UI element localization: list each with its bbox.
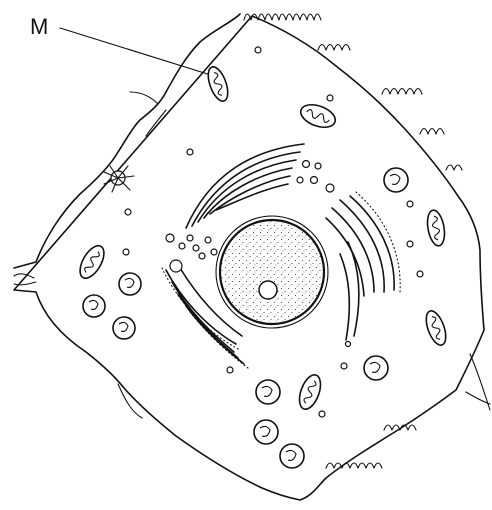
mitochondrion bbox=[422, 308, 449, 347]
rough-er-right bbox=[326, 192, 400, 340]
golgi-apparatus bbox=[186, 144, 304, 228]
mitochondrion bbox=[425, 209, 447, 247]
mitochondrion bbox=[256, 380, 280, 404]
mitochondrion-m bbox=[204, 64, 231, 103]
neighbour-cell-boundary-left bbox=[14, 274, 36, 285]
mitochondrion bbox=[254, 420, 278, 444]
microvilli-top bbox=[244, 14, 462, 170]
label-m: M bbox=[30, 14, 48, 39]
mitochondrion bbox=[384, 168, 408, 192]
nucleus bbox=[216, 216, 328, 328]
mitochondrion bbox=[113, 317, 135, 339]
mitochondrion bbox=[364, 356, 388, 380]
mitochondrion bbox=[298, 100, 339, 131]
mitochondrion bbox=[280, 444, 304, 468]
neighbour-cell-boundary-bottom-left bbox=[118, 384, 142, 418]
mitochondrion bbox=[75, 242, 109, 282]
mitochondrion bbox=[119, 273, 141, 295]
mitochondrion bbox=[295, 372, 324, 412]
mitochondrion bbox=[83, 295, 105, 317]
nucleolus bbox=[259, 281, 277, 299]
